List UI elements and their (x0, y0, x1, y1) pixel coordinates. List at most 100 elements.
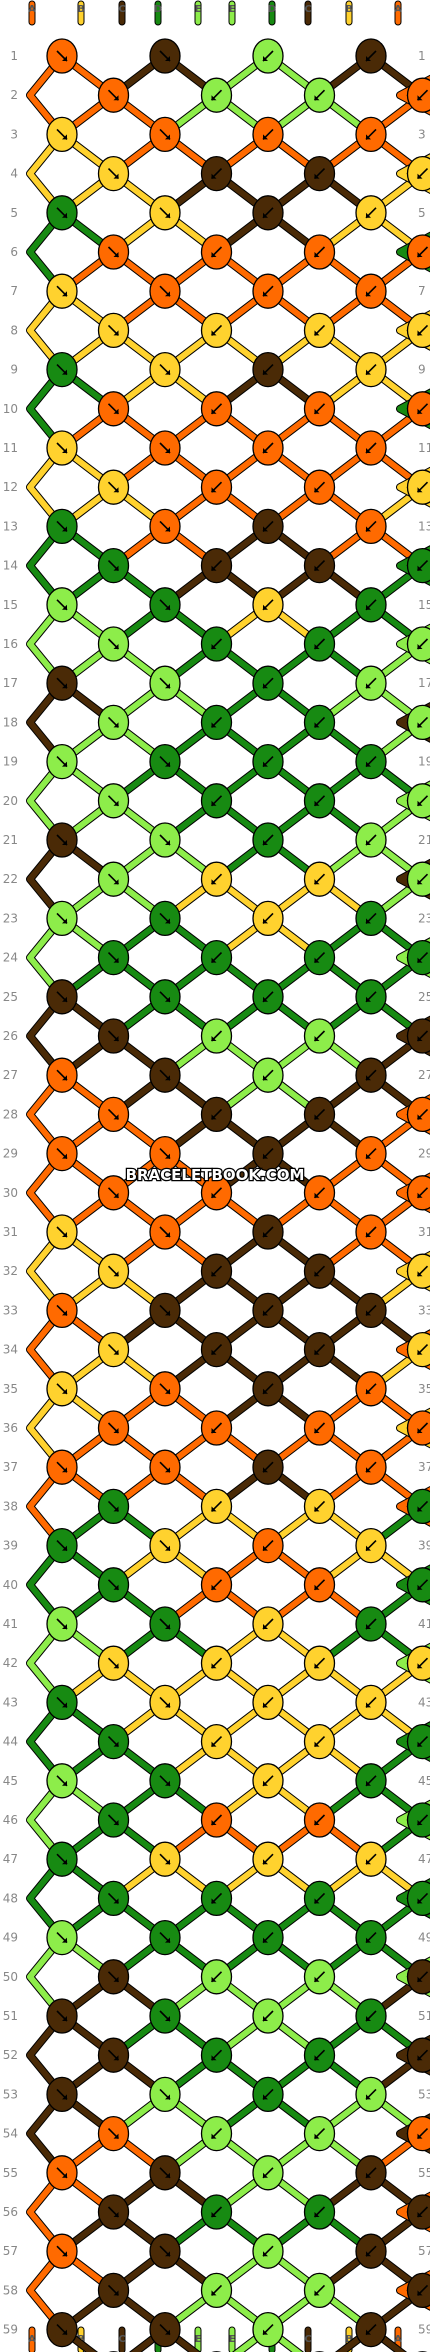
knot-arrow-icon (62, 291, 67, 297)
knot-arrow-icon (165, 2016, 170, 2021)
knot-arrow-icon (314, 95, 320, 101)
knot (355, 1684, 387, 1721)
knot-arrow-icon (165, 1780, 170, 1786)
knot-arrow-icon (211, 957, 217, 963)
knot (355, 822, 387, 858)
knot-arrow-icon (417, 487, 423, 493)
knot (303, 2115, 336, 2152)
knot-shape (406, 1410, 430, 1446)
knot (200, 1567, 233, 1603)
knot-arrow-icon (62, 918, 67, 924)
strand-label: E (229, 2334, 236, 2345)
knot (46, 430, 78, 466)
knot-shape (406, 234, 430, 270)
knot-shape (406, 1880, 430, 1917)
knot (46, 1371, 78, 1407)
knot (303, 234, 336, 270)
knot-arrow-icon (62, 761, 67, 767)
knot-arrow-icon (366, 761, 371, 767)
knot-shape (406, 1096, 430, 1133)
knot (355, 1449, 387, 1485)
row-number-left: 16 (3, 637, 18, 651)
knot (406, 1410, 430, 1446)
knot (46, 822, 78, 858)
knot (406, 155, 430, 192)
knot (149, 351, 181, 388)
knot-arrow-icon (62, 134, 67, 140)
knot-arrow-icon (314, 879, 320, 885)
knot (200, 704, 233, 741)
knot (303, 77, 336, 113)
row-number-left: 26 (3, 1029, 18, 1043)
edge-thread (397, 1173, 430, 1213)
edge-thread (27, 2014, 65, 2097)
knot-arrow-icon (366, 1545, 371, 1551)
knot (355, 587, 387, 623)
knot (97, 1410, 130, 1446)
knot (303, 1959, 336, 1995)
knot (303, 155, 336, 192)
knot-arrow-icon (263, 1075, 268, 1081)
edge-thread (27, 524, 65, 607)
knot (406, 1018, 430, 1054)
row-number-left: 58 (3, 2283, 18, 2297)
knot (97, 2037, 130, 2073)
knot (406, 469, 430, 505)
row-number-left: 43 (3, 1695, 18, 1709)
edge-thread (397, 1565, 430, 1605)
row-number-left: 29 (3, 1147, 18, 1161)
knot (149, 1371, 181, 1407)
knot-arrow-icon (366, 1310, 371, 1316)
knot-arrow-icon (314, 2133, 320, 2139)
knot-shape (406, 2194, 430, 2230)
knot-arrow-icon (211, 879, 217, 885)
knot-arrow-icon (62, 448, 67, 453)
row-number-left: 9 (10, 363, 18, 377)
knot (355, 2233, 387, 2269)
knot (46, 195, 78, 231)
row-number-right: 21 (418, 833, 430, 847)
edge-thread (27, 994, 65, 1078)
knot (97, 155, 130, 192)
row-number-right: 49 (418, 1931, 430, 1945)
knot-shape (406, 1175, 430, 1211)
knot (200, 1331, 233, 1368)
knot (355, 273, 387, 309)
row-number-right: 39 (418, 1539, 430, 1553)
knot-arrow-icon (263, 1545, 268, 1551)
knot (252, 1998, 284, 2034)
knot (46, 1919, 78, 1956)
knot-arrow-icon (211, 1584, 217, 1590)
knot-shape (406, 1567, 430, 1603)
knot (355, 1135, 387, 1172)
row-number-right: 51 (418, 2009, 430, 2023)
knot (252, 273, 284, 309)
edge-thread (27, 1465, 65, 1548)
knot-arrow-icon (113, 1036, 119, 1041)
strand-label: C (304, 4, 311, 15)
knot (355, 1371, 387, 1407)
knot (406, 1096, 430, 1133)
strand-label: A (394, 4, 402, 15)
knot (46, 1214, 78, 1250)
knot-arrow-icon (211, 2212, 217, 2217)
row-number-left: 55 (3, 2166, 18, 2180)
knot (149, 665, 181, 701)
knot (355, 1841, 387, 1877)
knot (355, 116, 387, 153)
knot-arrow-icon (263, 2094, 268, 2100)
knot (149, 822, 181, 858)
watermark: BRACELETBOOK.COM (126, 1166, 305, 1184)
knot (355, 2155, 387, 2191)
knot-arrow-icon (417, 1114, 423, 1120)
edge-thread (27, 1543, 65, 1626)
knot (303, 1410, 336, 1446)
knot (46, 508, 78, 545)
knot-arrow-icon (211, 1271, 217, 1277)
knot (355, 979, 387, 1015)
knot-arrow-icon (314, 1741, 320, 1747)
row-number-right: 47 (418, 1852, 430, 1866)
knot (46, 665, 78, 701)
knot (200, 1253, 233, 1289)
